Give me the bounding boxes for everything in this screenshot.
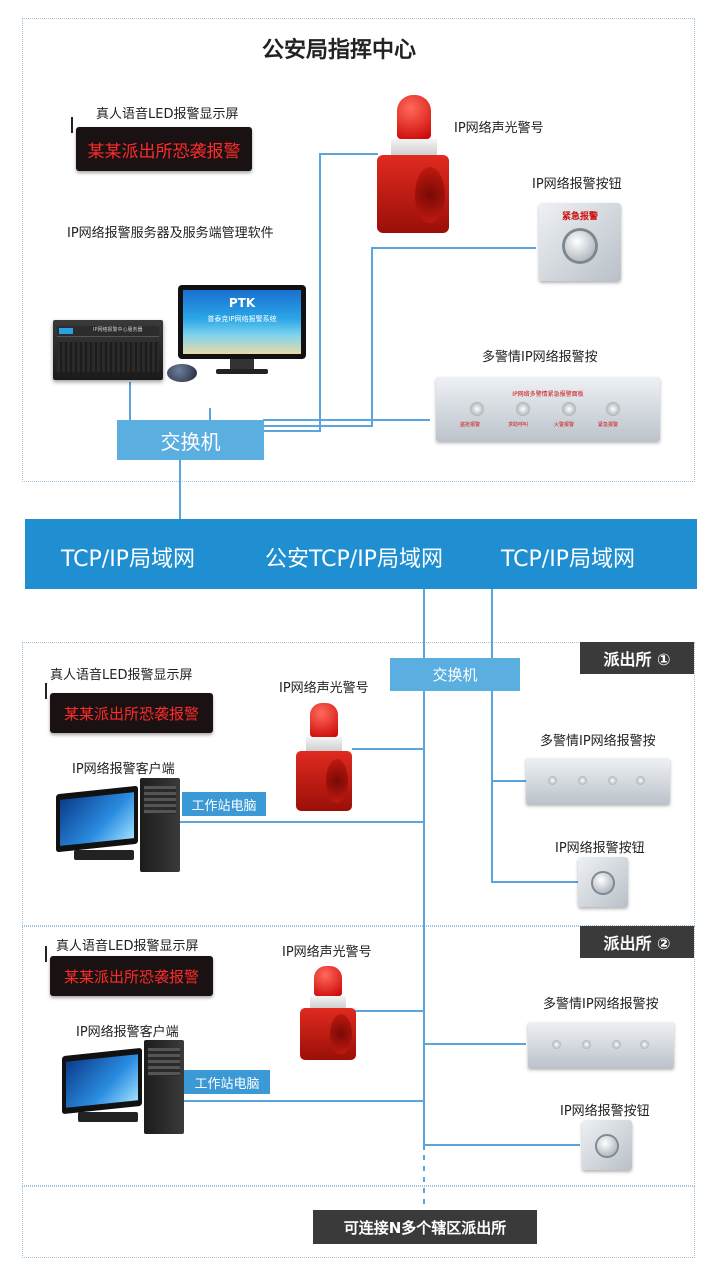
hq-led-text: 某某派出所恐袭报警 — [87, 141, 241, 162]
antenna-icon — [45, 683, 47, 699]
station2-tag: 派出所 ② — [580, 926, 694, 958]
station1-client-label: IP网络报警客户端 — [72, 762, 175, 777]
station1-multi-label: 多警情IP网络报警按 — [540, 734, 656, 749]
multi-button-label: 求助呼叫 — [508, 422, 529, 428]
hq-multi-label: 多警情IP网络报警按 — [482, 350, 598, 365]
button-plate-text: 紧急报警 — [561, 212, 598, 222]
multi-button-label: 火警报警 — [554, 422, 575, 428]
desktop-pc-icon — [56, 778, 182, 874]
desktop-pc-icon — [62, 1040, 184, 1136]
station2-frame — [22, 926, 695, 1186]
station1-frame — [22, 642, 695, 926]
station1-pc-label: 工作站电脑 — [182, 792, 266, 816]
page-title: 公安局指挥中心 — [262, 38, 417, 63]
multi-alarm-panel-icon — [526, 758, 670, 804]
hq-frame — [22, 18, 695, 482]
monitor-icon: PTK 普泰克IP网络报警系统 — [178, 285, 306, 375]
station1-switch: 交换机 — [390, 658, 520, 691]
network-left: TCP/IP局域网 — [61, 547, 195, 572]
station2-led-text: 某某派出所恐袭报警 — [63, 967, 199, 986]
multi-alarm-panel-icon — [528, 1022, 674, 1068]
hq-led-screen: 某某派出所恐袭报警 — [71, 117, 252, 171]
antenna-icon — [71, 117, 73, 133]
monitor-brand: PTK — [228, 296, 256, 310]
hq-led-label: 真人语音LED报警显示屏 — [96, 107, 239, 122]
hq-server-label: IP网络报警服务器及服务端管理软件 — [67, 226, 274, 241]
network-right: TCP/IP局域网 — [501, 547, 635, 572]
footer-frame — [22, 1186, 695, 1258]
multi-button-label: 盗抢报警 — [460, 422, 481, 428]
station2-led-screen: 某某派出所恐袭报警 — [45, 946, 213, 996]
emergency-button-icon[interactable]: 紧急报警 — [539, 203, 621, 281]
hq-siren-label: IP网络声光警号 — [454, 121, 544, 136]
network-band: TCP/IP局域网 公安TCP/IP局域网 TCP/IP局域网 — [25, 519, 697, 589]
footer-note: 可连接N多个辖区派出所 — [313, 1210, 537, 1244]
siren-icon — [296, 703, 352, 813]
mouse-icon — [167, 364, 197, 382]
station2-pc-label: 工作站电脑 — [184, 1070, 270, 1094]
station2-client-label: IP网络报警客户端 — [76, 1025, 179, 1040]
siren-icon — [300, 966, 356, 1060]
hq-button-label: IP网络报警按钮 — [532, 177, 622, 192]
station1-led-label: 真人语音LED报警显示屏 — [50, 668, 193, 683]
station2-led-label: 真人语音LED报警显示屏 — [56, 939, 199, 954]
station1-tag: 派出所 ① — [580, 642, 694, 674]
multi-button-label: 紧急报警 — [598, 422, 619, 428]
monitor-subtitle: 普泰克IP网络报警系统 — [207, 315, 277, 323]
station1-button-label: IP网络报警按钮 — [555, 841, 645, 856]
station1-led-screen: 某某派出所恐袭报警 — [45, 683, 213, 733]
antenna-icon — [45, 946, 47, 962]
multi-plate-title: IP网络多警情紧急报警面板 — [512, 391, 584, 398]
emergency-button-icon[interactable] — [582, 1120, 632, 1170]
station2-button-label: IP网络报警按钮 — [560, 1104, 650, 1119]
station1-siren-label: IP网络声光警号 — [279, 681, 369, 696]
station1-led-text: 某某派出所恐袭报警 — [63, 704, 199, 723]
station2-siren-label: IP网络声光警号 — [282, 945, 372, 960]
server-rack-text: IP网络报警中心服务器 — [93, 327, 143, 333]
emergency-button-icon[interactable] — [578, 857, 628, 907]
siren-icon — [377, 95, 449, 235]
multi-alarm-panel-icon: IP网络多警情紧急报警面板 盗抢报警 求助呼叫 火警报警 紧急报警 — [436, 377, 660, 441]
network-center: 公安TCP/IP局域网 — [265, 547, 443, 572]
hq-switch: 交换机 — [117, 420, 264, 460]
station2-multi-label: 多警情IP网络报警按 — [543, 997, 659, 1012]
server-rack-icon: IP网络报警中心服务器 — [53, 320, 163, 380]
